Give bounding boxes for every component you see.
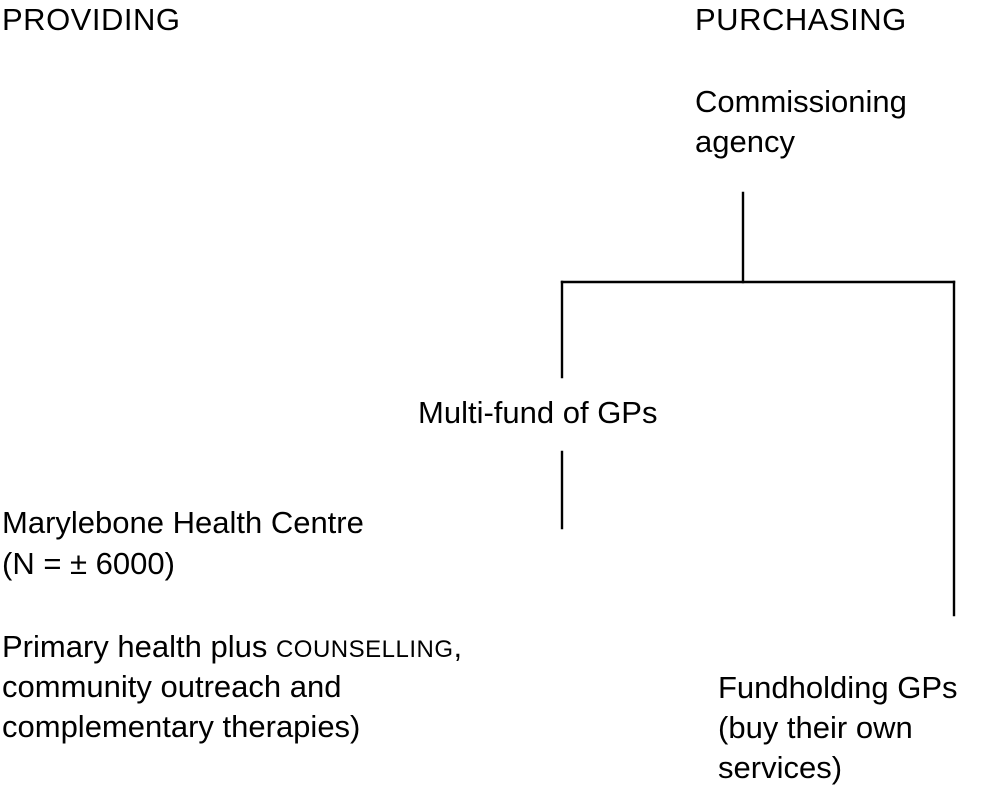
- commissioning-agency-line-1: Commissioning: [695, 84, 907, 119]
- commissioning-agency-line-2: agency: [695, 124, 795, 159]
- marylebone-services-line-3: complementary therapies): [2, 709, 361, 744]
- fundholding-line-3: services): [718, 750, 843, 785]
- purchasing-heading: PURCHASING: [695, 2, 907, 37]
- multi-fund-node: Multi-fund of GPs: [418, 395, 658, 430]
- marylebone-services-line-1: Primary health plus COUNSELLING,: [2, 627, 462, 670]
- services-counselling: COUNSELLING: [275, 636, 454, 663]
- marylebone-name: Marylebone Health Centre: [2, 505, 364, 540]
- services-prefix: Primary health plus: [2, 629, 276, 664]
- marylebone-population: (N = ± 6000): [2, 546, 175, 581]
- fundholding-line-1: Fundholding GPs: [718, 670, 958, 705]
- fundholding-line-2: (buy their own: [718, 710, 913, 745]
- providing-heading: PROVIDING: [2, 2, 181, 37]
- services-comma: ,: [453, 629, 463, 664]
- marylebone-services-line-2: community outreach and: [2, 669, 342, 704]
